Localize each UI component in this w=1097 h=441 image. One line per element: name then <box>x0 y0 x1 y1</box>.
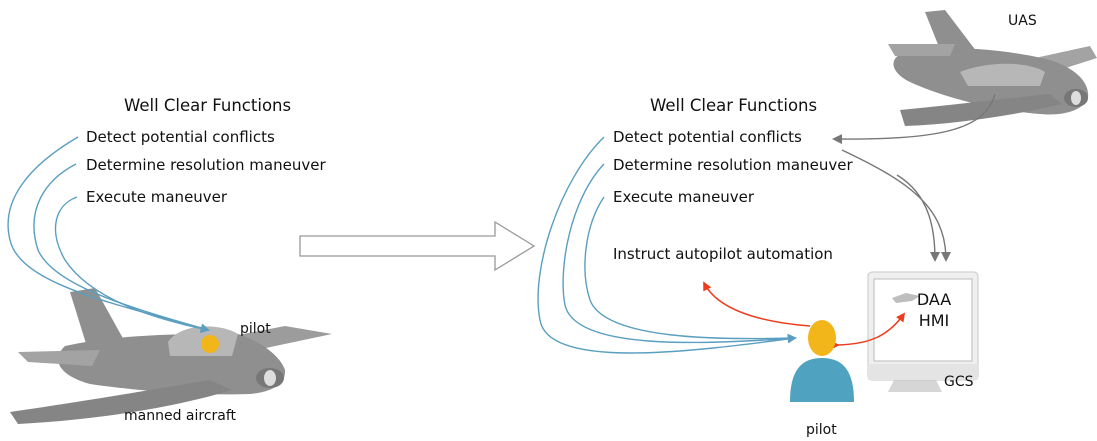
daa-hmi-display: DAA HMI <box>906 289 962 331</box>
uas-to-detect-connector <box>832 93 996 145</box>
right-connector-detect <box>537 136 797 354</box>
right-function-detect: Detect potential conflicts <box>613 128 802 146</box>
right-connector-execute <box>584 196 797 343</box>
display-line-daa: DAA <box>916 290 952 309</box>
manned-aircraft-label: manned aircraft <box>124 408 237 424</box>
determine-to-display-connector <box>896 174 940 262</box>
transition-arrow-icon <box>299 220 536 272</box>
right-function-determine: Determine resolution maneuver <box>613 156 853 174</box>
left-panel-title: Well Clear Functions <box>124 96 292 115</box>
pilot-to-automation-connector <box>703 281 811 327</box>
left-connector-execute <box>54 196 210 333</box>
display-line-hmi: HMI <box>918 311 950 330</box>
automation-label: Instruct autopilot automation <box>613 245 833 263</box>
cockpit-pilot-head-icon <box>201 335 219 353</box>
pilot-display-connector <box>830 312 906 350</box>
uas-label: UAS <box>1008 13 1037 29</box>
left-function-determine: Determine resolution maneuver <box>86 156 326 174</box>
gcs-label: GCS <box>944 374 974 390</box>
right-connector-determine <box>562 163 797 344</box>
right-pilot-label: pilot <box>806 422 837 438</box>
manned-aircraft-plane-icon <box>10 288 332 424</box>
left-pilot-label: pilot <box>240 321 271 337</box>
left-function-detect: Detect potential conflicts <box>86 128 275 146</box>
right-function-execute: Execute maneuver <box>613 188 755 206</box>
left-function-execute: Execute maneuver <box>86 188 228 206</box>
uas-plane-icon <box>888 10 1097 126</box>
left-connector-determine <box>33 163 210 333</box>
right-panel-title: Well Clear Functions <box>650 96 818 115</box>
detect-to-display-connector <box>841 149 951 262</box>
pilot-icon <box>790 320 854 402</box>
